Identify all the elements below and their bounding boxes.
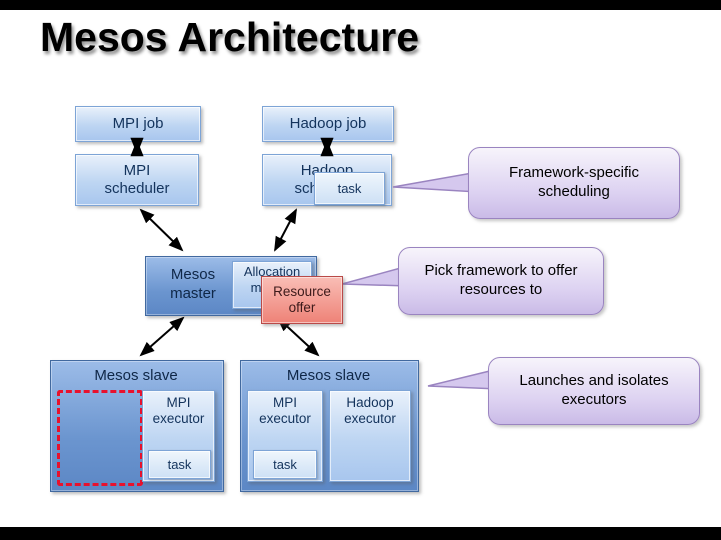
arrow-hadoop-scheduler-master bbox=[274, 208, 297, 252]
empty-executor-dashed-outline bbox=[57, 390, 143, 486]
hadoop-executor-box: Hadoop executor bbox=[329, 390, 411, 482]
mpi-job-box: MPI job bbox=[75, 106, 201, 142]
resource-offer-box: Resource offer bbox=[261, 276, 343, 324]
callout-pick-framework: Pick framework to offer resources to bbox=[398, 247, 604, 315]
callout-tail-framework bbox=[392, 171, 479, 193]
task-left-box: task bbox=[148, 450, 211, 479]
task-right-box: task bbox=[253, 450, 317, 479]
arrow-mpi-scheduler-master bbox=[139, 208, 184, 252]
scheduler-task-box: task bbox=[314, 172, 385, 205]
hadoop-job-box: Hadoop job bbox=[262, 106, 394, 142]
callout-launches-isolates: Launches and isolates executors bbox=[488, 357, 700, 425]
mpi-scheduler-box: MPI scheduler bbox=[75, 154, 199, 206]
letterbox-top bbox=[0, 0, 721, 10]
mesos-slave-left-title: Mesos slave bbox=[94, 367, 178, 384]
mesos-slave-right-title: Mesos slave bbox=[286, 367, 371, 384]
callout-framework-specific: Framework-specific scheduling bbox=[468, 147, 680, 219]
arrow-master-slave-left bbox=[139, 316, 185, 357]
slide-title: Mesos Architecture bbox=[40, 14, 419, 60]
letterbox-bottom bbox=[0, 527, 721, 540]
mesos-master-label: Mesos master bbox=[170, 266, 216, 302]
